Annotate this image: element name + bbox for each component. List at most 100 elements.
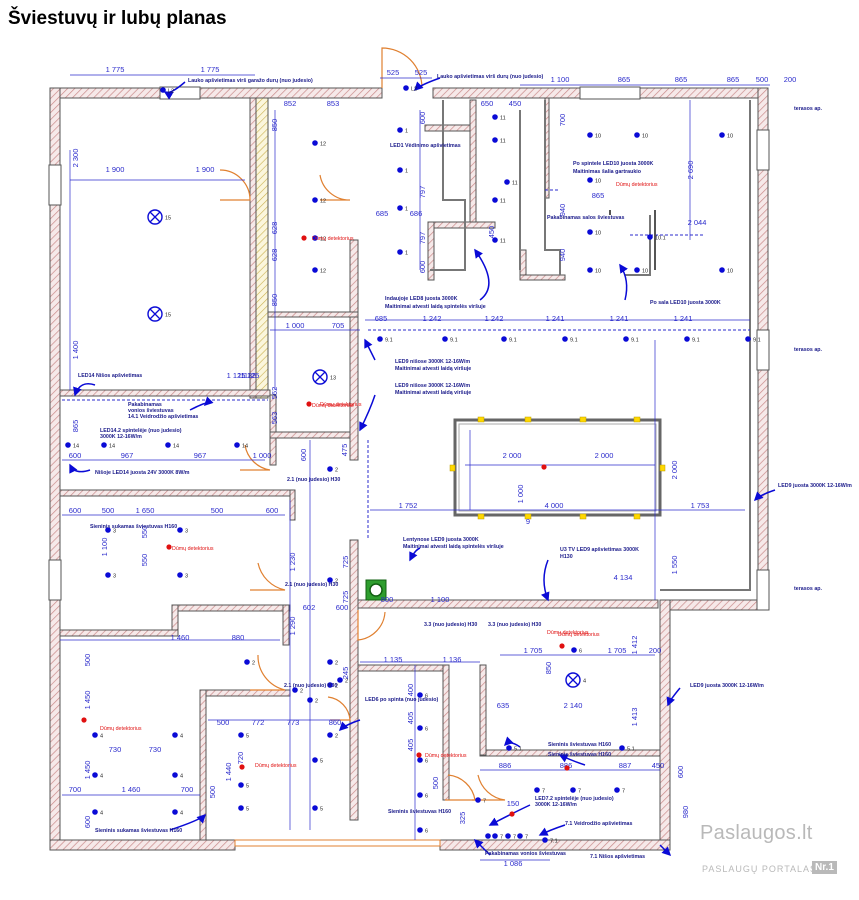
fixture-number: 7 — [513, 835, 516, 841]
annotation-label: Maitinimai atvesti laidą spintelės viršu… — [385, 304, 486, 310]
spot-light-icon — [417, 792, 423, 798]
fixture-number: 9.1 — [450, 338, 458, 344]
spot-light-icon — [417, 757, 423, 763]
smoke-detector-icon — [564, 765, 570, 771]
detector-label: Dūmų detektorius — [172, 546, 214, 552]
fixture-number: 10 — [595, 134, 601, 140]
annotation-label: 3000K 12-16W/m — [100, 434, 142, 440]
fixture-number: 3 — [113, 529, 116, 535]
dimension-value: 685 — [375, 314, 388, 323]
spot-light-icon — [312, 757, 318, 763]
fixture-number: 4 — [180, 734, 183, 740]
fixture-number: 14 — [242, 444, 248, 450]
smoke-detector-icon — [81, 717, 87, 723]
fixture-number: 2 — [335, 468, 338, 474]
annotation-label: 2.1 (nuo judesio) H30 — [287, 477, 340, 483]
spot-light-icon — [506, 745, 512, 751]
ceiling-light: L2 — [160, 87, 174, 95]
spot-light-icon — [312, 140, 318, 146]
ceiling-light: 5 — [312, 757, 323, 765]
ceiling-light: 12 — [312, 235, 326, 243]
fixture-number: 5 — [320, 807, 323, 813]
dimension-value: 4 134 — [614, 573, 633, 582]
ceiling-light: 2 — [327, 466, 338, 474]
dimension-value: 1 086 — [504, 859, 523, 868]
dimension-value: 1 413 — [630, 708, 639, 727]
dimension-value: 853 — [327, 99, 340, 108]
spot-light-icon — [177, 572, 183, 578]
fixture-number: 3 — [185, 574, 188, 580]
dimension-value: 600 — [418, 261, 427, 274]
dimension-value: 1 000 — [286, 321, 305, 330]
spot-light-icon — [327, 466, 333, 472]
watermark-brand: Paslaugos.lt — [700, 822, 813, 844]
spot-light-icon — [475, 797, 481, 803]
spot-light-icon — [172, 809, 178, 815]
dimension-value: 200 — [784, 75, 797, 84]
fixture-number: 9.1 — [692, 338, 700, 344]
detector-label: Dūmų detektorius — [255, 763, 297, 769]
spot-light-icon — [501, 336, 507, 342]
doors — [219, 47, 506, 801]
dimension-value: 2 044 — [688, 218, 707, 227]
ceiling-light: 4 — [172, 772, 183, 780]
annotation-label: LED7.2 spintelėje (nuo judesio) — [535, 796, 614, 802]
ceiling-light: 7 — [505, 833, 516, 841]
annotation-label: Maitinimas šalia gartraukio — [573, 169, 642, 175]
dimension-value: 9 — [526, 517, 530, 526]
spot-light-icon — [165, 442, 171, 448]
leader-arrows — [69, 77, 776, 857]
annotation-label: Sieninis šviestuvas H160 — [548, 742, 611, 748]
fixture-number: 12 — [320, 269, 326, 275]
ceiling-light: 6 — [417, 692, 428, 700]
dimension-value: 772 — [252, 718, 265, 727]
ceiling-light: 10 — [634, 267, 648, 275]
fixture-number: 2 — [335, 661, 338, 667]
ceiling-light: 12 — [312, 140, 326, 148]
ceiling-light: 10 — [587, 177, 601, 185]
dimension-value: 2 140 — [564, 701, 583, 710]
ceiling-light: 4 — [172, 732, 183, 740]
fixture-number: 9.1 — [753, 338, 761, 344]
annotation-label: Pakabinamas vonios šviestuvas — [485, 851, 566, 857]
annotation-label: terasos ap. — [794, 586, 822, 592]
ceiling-light: 7 — [534, 787, 545, 795]
smoke-detector-icon — [541, 464, 547, 470]
dimension-value: 475 — [340, 444, 349, 457]
watermark-subtitle: PASLAUGŲ PORTALAS — [702, 864, 818, 874]
annotation-label: Lauko apšvietimas virš garažo durų (nuo … — [188, 78, 313, 84]
dimension-value: 797 — [418, 186, 427, 199]
dimension-value: 940 — [558, 249, 567, 262]
fixture-number: 9.1 — [385, 338, 393, 344]
ceiling-light: 10 — [719, 267, 733, 275]
annotation-label: U3 TV LED9 apšvietimas 3000K — [560, 547, 639, 553]
spot-light-icon — [571, 647, 577, 653]
ceiling-light: 9.1 — [623, 336, 639, 344]
annotation-label: 14.1 Veidrodžio apšvietimas — [128, 414, 198, 420]
smoke-detector-icon — [416, 752, 422, 758]
fixture-number: 4 — [100, 774, 103, 780]
ceiling-light: 12 — [312, 197, 326, 205]
dimension-value: 800 — [381, 595, 394, 604]
spot-light-icon — [234, 442, 240, 448]
spot-light-icon — [172, 732, 178, 738]
detector-label: Dūmų detektorius — [558, 632, 600, 638]
dimension-value: 886 — [560, 761, 573, 770]
dimension-value: 880 — [232, 633, 245, 642]
ceiling-light: 6 — [417, 757, 428, 765]
dimension-value: 1 900 — [106, 165, 125, 174]
smoke-detector-icon — [306, 401, 312, 407]
smoke-detector-icon — [559, 643, 565, 649]
electrical-box — [365, 579, 387, 601]
spot-light-icon — [105, 527, 111, 533]
dimension-value: 1 241 — [674, 314, 693, 323]
fixture-number: 1 — [405, 129, 408, 135]
ceiling-light: 4 — [92, 732, 103, 740]
watermark-badge: Nr.1 — [812, 861, 837, 874]
ceiling-light: 10 — [719, 132, 733, 140]
ceiling-light: 6 — [417, 827, 428, 835]
ceiling-light: L2 — [403, 85, 417, 93]
dimension-value: 150 — [507, 799, 520, 808]
spot-light-icon — [397, 167, 403, 173]
dimension-value: 405 — [406, 739, 415, 752]
